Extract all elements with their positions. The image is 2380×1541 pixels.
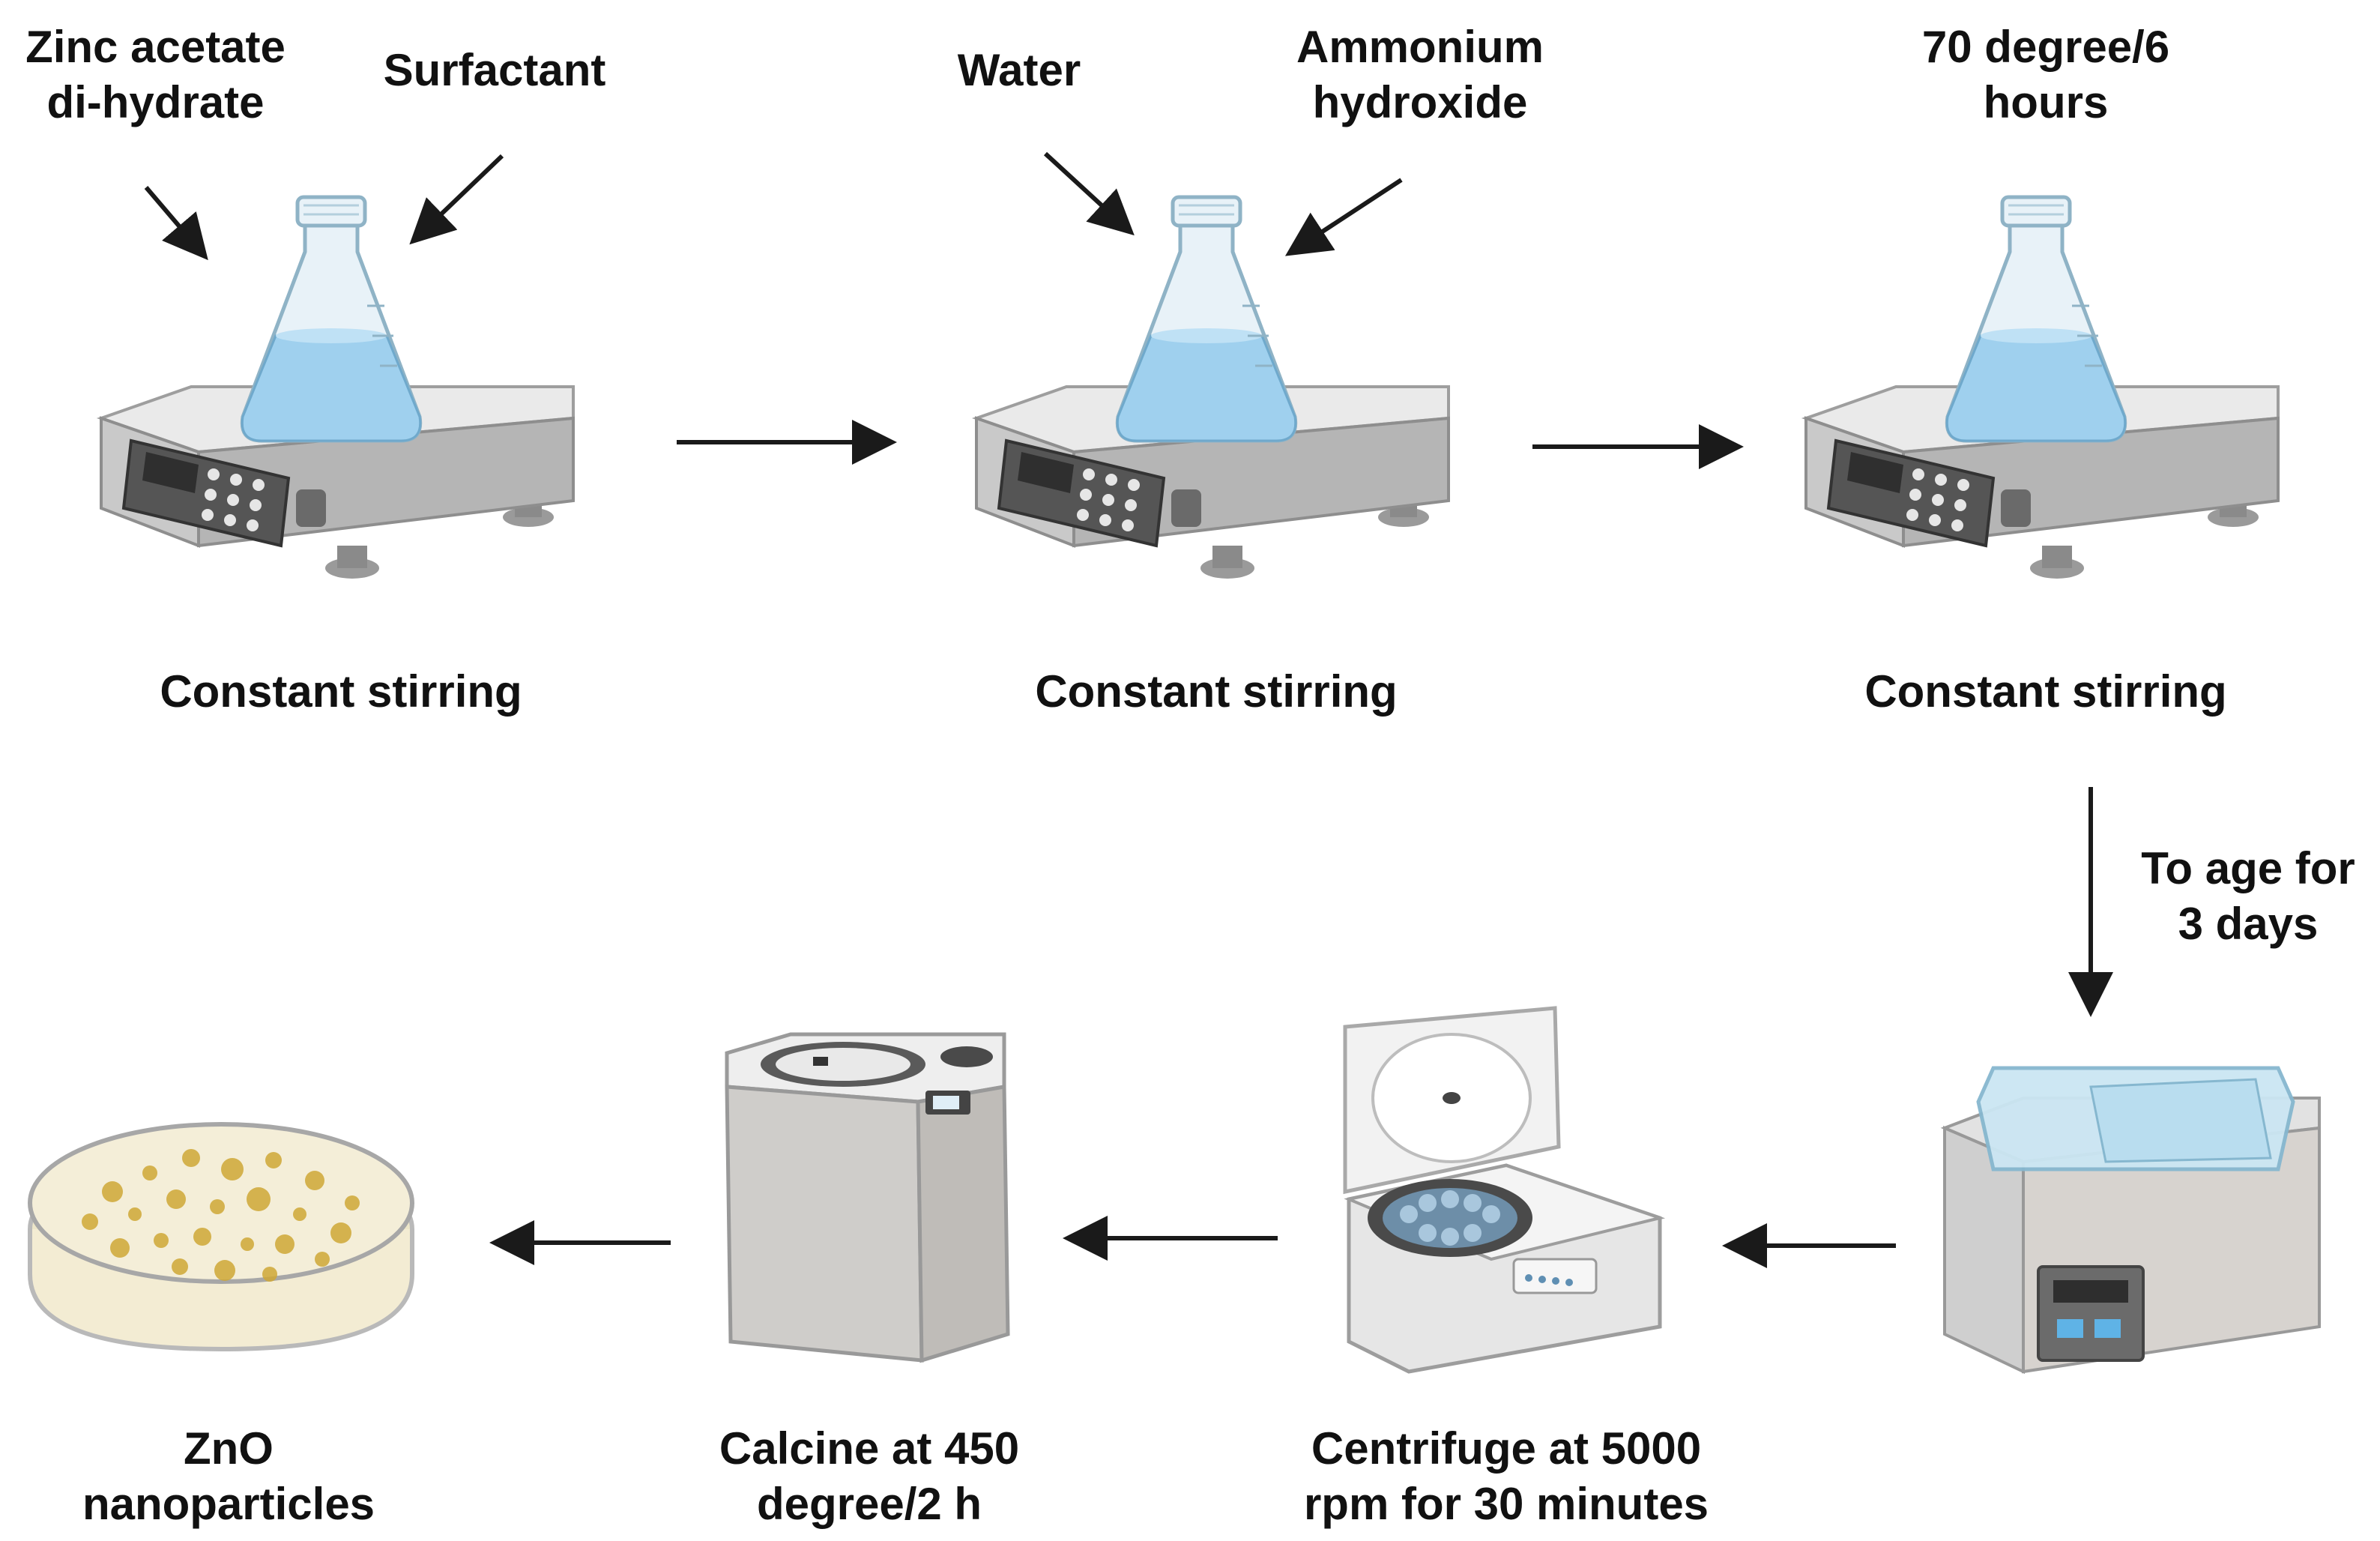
age-line-1: To age for [2141, 843, 2355, 893]
ammonium-hydroxide-label: Ammonium hydroxide [1266, 19, 1574, 130]
stirring-label-1: Constant stirring [112, 664, 570, 720]
zinc-arrow [144, 186, 208, 261]
zinc-line-1: Zinc acetate [25, 22, 286, 72]
water-text: Water [957, 45, 1081, 95]
surfactant-label: Surfactant [352, 43, 637, 98]
stirrer-2-icon [976, 197, 1449, 579]
zinc-acetate-label: Zinc acetate di-hydrate [7, 19, 303, 130]
muffle-furnace-icon [725, 1032, 1010, 1363]
temp-line-2: hours [1983, 77, 2109, 127]
product-line-2: nanoparticles [82, 1479, 375, 1529]
product-label: ZnO nanoparticles [41, 1421, 416, 1532]
centrifuge-icon [1343, 1006, 1666, 1374]
water-label: Water [899, 43, 1139, 98]
ammonium-arrow [1284, 178, 1403, 256]
calcine-line-2: degree/2 h [756, 1479, 982, 1529]
stir-2-text: Constant stirring [1035, 666, 1398, 717]
ammonium-line-2: hydroxide [1312, 77, 1528, 127]
calcine-label: Calcine at 450 degree/2 h [659, 1421, 1079, 1532]
centrifuge-line-1: Centrifuge at 5000 [1311, 1423, 1702, 1474]
stirrer-3-icon [1806, 197, 2278, 579]
stir-3-text: Constant stirring [1864, 666, 2227, 717]
product-line-1: ZnO [184, 1423, 274, 1474]
water-arrow [1043, 151, 1135, 236]
centrifuge-line-2: rpm for 30 minutes [1303, 1479, 1709, 1529]
zinc-line-2: di-hydrate [46, 77, 265, 127]
calcine-line-1: Calcine at 450 [719, 1423, 1020, 1474]
centrifuge-label: Centrifuge at 5000 rpm for 30 minutes [1244, 1421, 1769, 1532]
stir-1-text: Constant stirring [160, 666, 522, 717]
ammonium-line-1: Ammonium [1296, 22, 1544, 72]
petri-dish-icon [28, 1122, 414, 1352]
stirring-label-3: Constant stirring [1817, 664, 2274, 720]
surfactant-arrow [409, 154, 504, 245]
surfactant-text: Surfactant [383, 45, 606, 95]
stirrer-1-icon [101, 197, 573, 579]
water-bath-icon [1940, 1066, 2321, 1375]
stirring-label-2: Constant stirring [988, 664, 1445, 720]
age-line-2: 3 days [2178, 899, 2319, 949]
aging-label: To age for 3 days [2121, 841, 2376, 952]
temperature-label: 70 degree/6 hours [1888, 19, 2203, 130]
temp-line-1: 70 degree/6 [1921, 22, 2170, 72]
